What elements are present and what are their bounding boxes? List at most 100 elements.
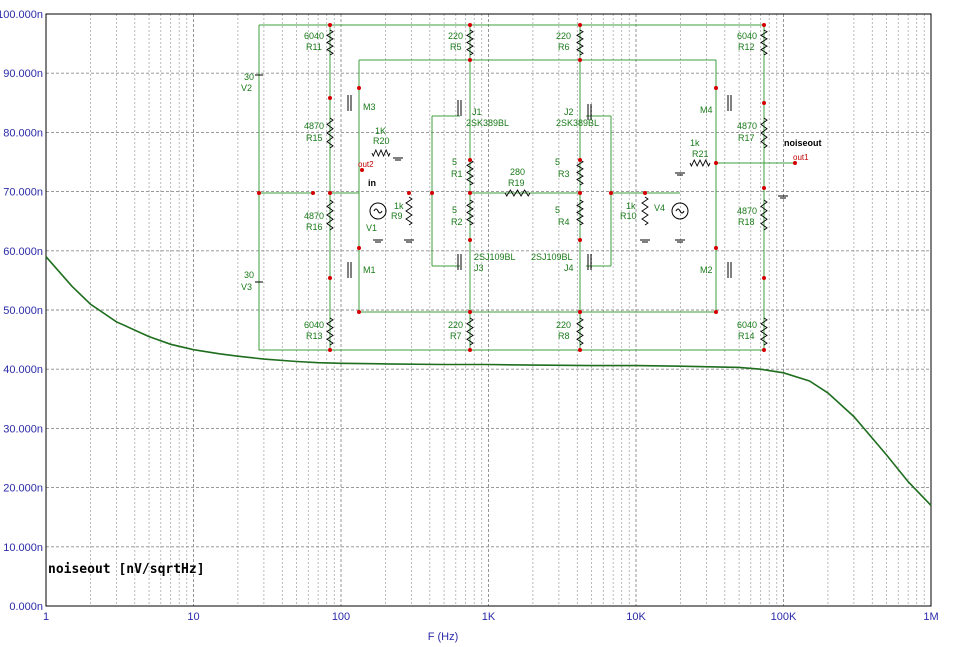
schematic-node — [430, 191, 434, 195]
y-tick-label: 40.000n — [3, 364, 43, 376]
schematic-node — [714, 161, 718, 165]
schematic-label: R2 — [451, 217, 463, 227]
resistor-symbol — [576, 159, 584, 186]
schematic-label: 5 — [452, 205, 457, 215]
schematic-node — [714, 86, 718, 90]
schematic-label: 4870 — [737, 206, 757, 216]
x-tick-label: 100K — [771, 611, 797, 623]
schematic-label: out1 — [793, 153, 809, 162]
schematic-node — [357, 246, 361, 250]
schematic-node — [714, 310, 718, 314]
schematic-node — [714, 246, 718, 250]
resistor-symbol — [466, 29, 474, 56]
x-tick-label: 1K — [482, 611, 496, 623]
schematic-label: 6040 — [737, 31, 757, 41]
schematic-node — [468, 23, 472, 27]
schematic-label: M4 — [700, 105, 713, 115]
resistor-symbol — [466, 317, 474, 346]
resistor-symbol — [760, 199, 768, 231]
schematic-label: R19 — [508, 178, 525, 188]
resistor-symbol — [760, 29, 768, 56]
schematic-label: 4870 — [737, 121, 757, 131]
schematic-label: 5 — [555, 205, 560, 215]
schematic-node — [762, 186, 766, 190]
schematic-label: 220 — [556, 31, 571, 41]
voltage-source-symbol — [671, 202, 689, 220]
schematic-node — [257, 191, 261, 195]
plot-series — [45, 256, 932, 506]
schematic-label: V1 — [366, 223, 377, 233]
y-tick-label: 30.000n — [3, 423, 43, 435]
y-tick-label: 70.000n — [3, 187, 43, 199]
schematic-label: R17 — [738, 133, 755, 143]
schematic-overlay: 6040R114870R154870R166040R1330V230V3M3M1… — [241, 23, 822, 352]
schematic-node — [328, 348, 332, 352]
schematic-label: 220 — [448, 31, 463, 41]
schematic-label: J4 — [564, 263, 574, 273]
schematic-node — [468, 158, 472, 162]
schematic-node — [643, 191, 647, 195]
schematic-label: R10 — [620, 211, 637, 221]
schematic-label: 6040 — [304, 31, 324, 41]
schematic-label: 5 — [452, 157, 457, 167]
schematic-label: 2SJ109BL — [474, 252, 516, 262]
schematic-label: 220 — [556, 320, 571, 330]
schematic-label: R9 — [391, 211, 403, 221]
schematic-label: R3 — [558, 169, 570, 179]
schematic-node — [407, 191, 411, 195]
schematic-label: J3 — [474, 263, 484, 273]
plot-frame — [45, 13, 932, 607]
resistor-symbol — [760, 317, 768, 346]
schematic-label: R18 — [738, 217, 755, 227]
voltage-source-symbol — [369, 202, 387, 220]
y-tick-label: 50.000n — [3, 305, 43, 317]
schematic-label: 30 — [244, 72, 254, 82]
resistor-symbol — [405, 196, 413, 226]
schematic-node — [762, 348, 766, 352]
schematic-label: 280 — [510, 167, 525, 177]
schematic-label: V4 — [654, 203, 665, 213]
schematic-label: V3 — [241, 282, 252, 292]
schematic-label: R13 — [306, 331, 323, 341]
schematic-node — [468, 191, 472, 195]
schematic-label: R11 — [306, 42, 322, 52]
schematic-node — [468, 348, 472, 352]
schematic-label: J1 — [472, 107, 482, 117]
resistor-symbol — [371, 148, 391, 158]
resistor-symbol — [689, 158, 711, 168]
y-tick-label: 10.000n — [3, 542, 43, 554]
schematic-node — [468, 238, 472, 242]
schematic-node — [311, 191, 315, 195]
schematic-node — [578, 238, 582, 242]
schematic-label: 220 — [448, 320, 463, 330]
schematic-label: R12 — [738, 42, 755, 52]
schematic-label: 6040 — [304, 320, 324, 330]
resistor-symbol — [576, 29, 584, 56]
plot-axes: 0.000n10.000n20.000n30.000n40.000n50.000… — [0, 9, 939, 623]
schematic-node — [578, 348, 582, 352]
x-tick-label: 10K — [626, 611, 646, 623]
resistor-symbol — [760, 117, 768, 149]
schematic-node — [578, 191, 582, 195]
y-tick-label: 90.000n — [3, 68, 43, 80]
schematic-label: M3 — [363, 102, 376, 112]
schematic-label: 2SK389BL — [466, 118, 509, 128]
resistor-symbol — [326, 117, 334, 149]
schematic-label: V2 — [241, 83, 252, 93]
resistor-symbol — [576, 317, 584, 346]
voltage-source-symbol — [675, 208, 685, 214]
resistor-symbol — [326, 199, 334, 231]
schematic-node — [793, 161, 797, 165]
schematic-label: R15 — [306, 133, 323, 143]
schematic-label: 4870 — [304, 121, 324, 131]
schematic-label: 1k — [626, 201, 636, 211]
schematic-node — [762, 276, 766, 280]
schematic-node — [762, 101, 766, 105]
schematic-label: R14 — [738, 331, 755, 341]
x-tick-label: 1M — [923, 611, 938, 623]
schematic-node — [357, 310, 361, 314]
schematic-label: R7 — [450, 331, 462, 341]
schematic-label: R16 — [306, 222, 323, 232]
x-axis-label: F (Hz) — [428, 631, 459, 643]
